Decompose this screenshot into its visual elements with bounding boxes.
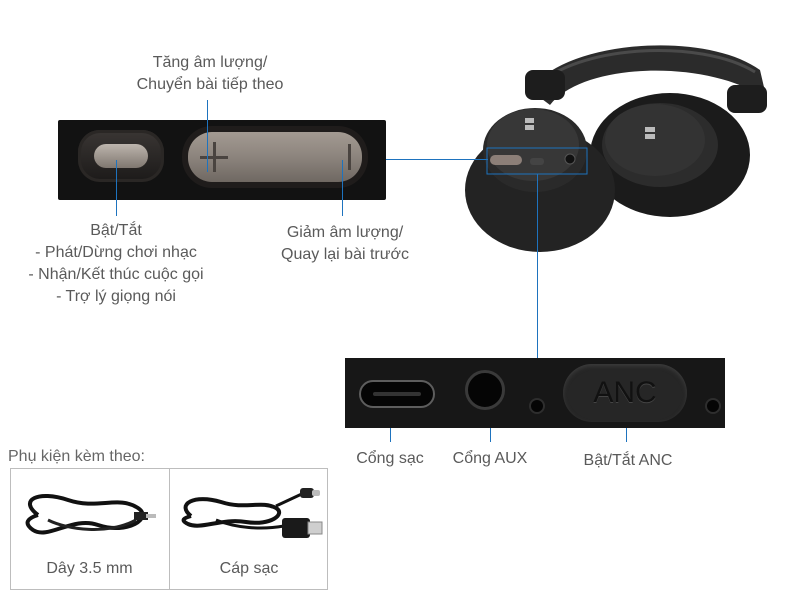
- power-button: [78, 130, 164, 182]
- mic-hole: [705, 398, 721, 414]
- usb-c-cable-icon: [181, 488, 323, 538]
- callout-line: [386, 159, 488, 160]
- aux-port: [465, 370, 505, 410]
- accessory-label: Dây 3.5 mm: [46, 560, 133, 577]
- volume-up-label: Tăng âm lượng/ Chuyển bài tiếp theo: [136, 54, 284, 93]
- anc-button: ANC: [563, 364, 687, 422]
- callout-line: [207, 100, 208, 172]
- volume-rocker: [182, 126, 368, 188]
- callout-line: [537, 174, 538, 358]
- aux-cable-icon: [25, 494, 156, 535]
- accessory-label: Cáp sạc: [219, 560, 279, 577]
- button-closeup-panel: [58, 120, 386, 200]
- mic-hole: [529, 398, 545, 414]
- anc-toggle-label: Bật/Tắt ANC: [583, 452, 673, 469]
- charge-port-label: Cổng sạc: [356, 450, 424, 467]
- callout-line: [342, 160, 343, 216]
- power-label: Bật/Tắt - Phát/Dừng chơi nhạc - Nhận/Kết…: [28, 222, 204, 305]
- callout-line: [116, 160, 117, 216]
- accessories-heading: Phụ kiện kèm theo:: [8, 448, 145, 465]
- volume-down-label: Giảm âm lượng/ Quay lại bài trước: [281, 224, 409, 263]
- usb-c-port: [359, 380, 435, 408]
- minus-icon: [348, 144, 351, 170]
- aux-port-label: Cổng AUX: [452, 450, 528, 467]
- headphones-image: [465, 45, 767, 252]
- port-closeup-panel: ANC: [345, 358, 725, 428]
